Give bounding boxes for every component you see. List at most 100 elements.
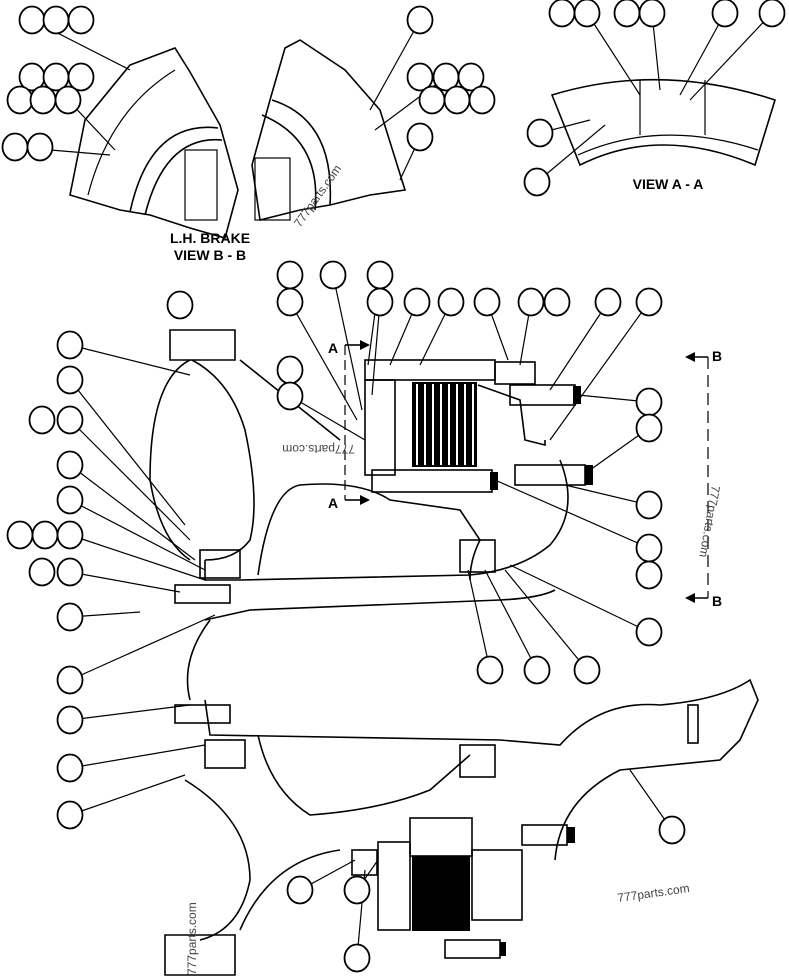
callout-circle (18, 5, 46, 35)
callout-circle (573, 655, 601, 685)
callout-circle (343, 875, 371, 905)
watermark: 777parts.com (616, 881, 690, 905)
brake-assembly-lower (351, 817, 575, 959)
callout-circle (343, 943, 371, 973)
callout-circle (319, 260, 347, 290)
watermark: 777parts.com (291, 162, 344, 230)
callout-circle (711, 0, 739, 28)
leader-line (467, 569, 491, 671)
leader-line (69, 614, 216, 681)
brake-plate-gap (448, 384, 450, 465)
leader-line (332, 274, 363, 411)
brake-plate-gap (464, 384, 466, 465)
callout-circle (67, 62, 95, 92)
callout-circle (594, 287, 622, 317)
leader-line (69, 499, 206, 571)
callout-circle (28, 405, 56, 435)
section-a-top-label: A (328, 340, 338, 356)
leader-line (689, 12, 773, 101)
callout-circle (31, 520, 59, 550)
leader-line (69, 774, 186, 816)
leader-line (484, 569, 538, 671)
callout-circle (473, 287, 501, 317)
callout-circle (276, 381, 304, 411)
callout-circle (406, 62, 434, 92)
callout-circle (6, 520, 34, 550)
callout-circle (543, 287, 571, 317)
leader-line (371, 301, 381, 396)
leader-line (289, 395, 366, 441)
callout-circle (635, 490, 663, 520)
brake-assembly-upper (344, 340, 709, 603)
callout-circle (56, 330, 84, 360)
leader-line (69, 704, 191, 721)
callout-circle (406, 122, 434, 152)
section-b-bottom-label: B (712, 593, 722, 609)
callout-circle (635, 533, 663, 563)
callout-circle (658, 815, 686, 845)
leader-line (69, 464, 196, 561)
lh-brake-label: L.H. BRAKE (170, 230, 250, 246)
view-aa-segment (550, 78, 776, 167)
callout-circle (418, 85, 446, 115)
view-bb-left-segment (69, 47, 239, 239)
leader-line (289, 301, 358, 421)
callout-circle (468, 85, 496, 115)
callout-circle (28, 557, 56, 587)
callout-circle (635, 560, 663, 590)
leader-line (69, 344, 191, 376)
leader-line (69, 379, 186, 526)
callout-circle (286, 875, 314, 905)
callout-circle (523, 655, 551, 685)
callout-circle (56, 520, 84, 550)
leader-line (549, 301, 650, 441)
callout-circle (366, 287, 394, 317)
brake-plate-gap (432, 384, 434, 465)
callout-circle (166, 290, 194, 320)
callout-circle (366, 260, 394, 290)
leader-line (69, 534, 206, 581)
leader-line (679, 12, 726, 96)
callout-circle (517, 287, 545, 317)
callout-circle (56, 602, 84, 632)
callout-circle (56, 405, 84, 435)
callout-circle (67, 5, 95, 35)
callout-circle (635, 413, 663, 443)
callout-circle (42, 5, 70, 35)
leader-line (69, 419, 191, 541)
callout-circle (635, 287, 663, 317)
callout-circle (548, 0, 576, 28)
view-aa-label: VIEW A - A (633, 176, 704, 192)
callout-circle (26, 132, 54, 162)
callout-circle (635, 617, 663, 647)
leader-line (509, 564, 650, 633)
view-bb-right-segment (251, 39, 407, 221)
callout-circle (56, 753, 84, 783)
callout-circle (6, 85, 34, 115)
leader-line (369, 19, 421, 111)
callout-circle (56, 365, 84, 395)
watermark: 777parts.com (185, 902, 199, 975)
brake-plate-gap (440, 384, 442, 465)
watermark: 777parts.com (696, 484, 722, 558)
callout-circle (29, 85, 57, 115)
callout-circle (523, 167, 551, 197)
callout-circle (56, 557, 84, 587)
callout-circle (1, 132, 29, 162)
callout-circle (457, 62, 485, 92)
callout-circle (403, 287, 431, 317)
leader-line (494, 479, 650, 549)
callout-circle (56, 485, 84, 515)
leader-line (536, 124, 606, 183)
callout-circle (526, 118, 554, 148)
leader-line (586, 12, 641, 96)
callout-circle (56, 800, 84, 830)
callout-circle (56, 665, 84, 695)
callout-circle (437, 287, 465, 317)
callout-circle (476, 655, 504, 685)
leader-line (69, 571, 181, 593)
watermark: 777parts.com (282, 442, 355, 456)
leader-line (504, 569, 588, 671)
callout-circle (276, 355, 304, 385)
brake-plate-gap (472, 384, 474, 465)
